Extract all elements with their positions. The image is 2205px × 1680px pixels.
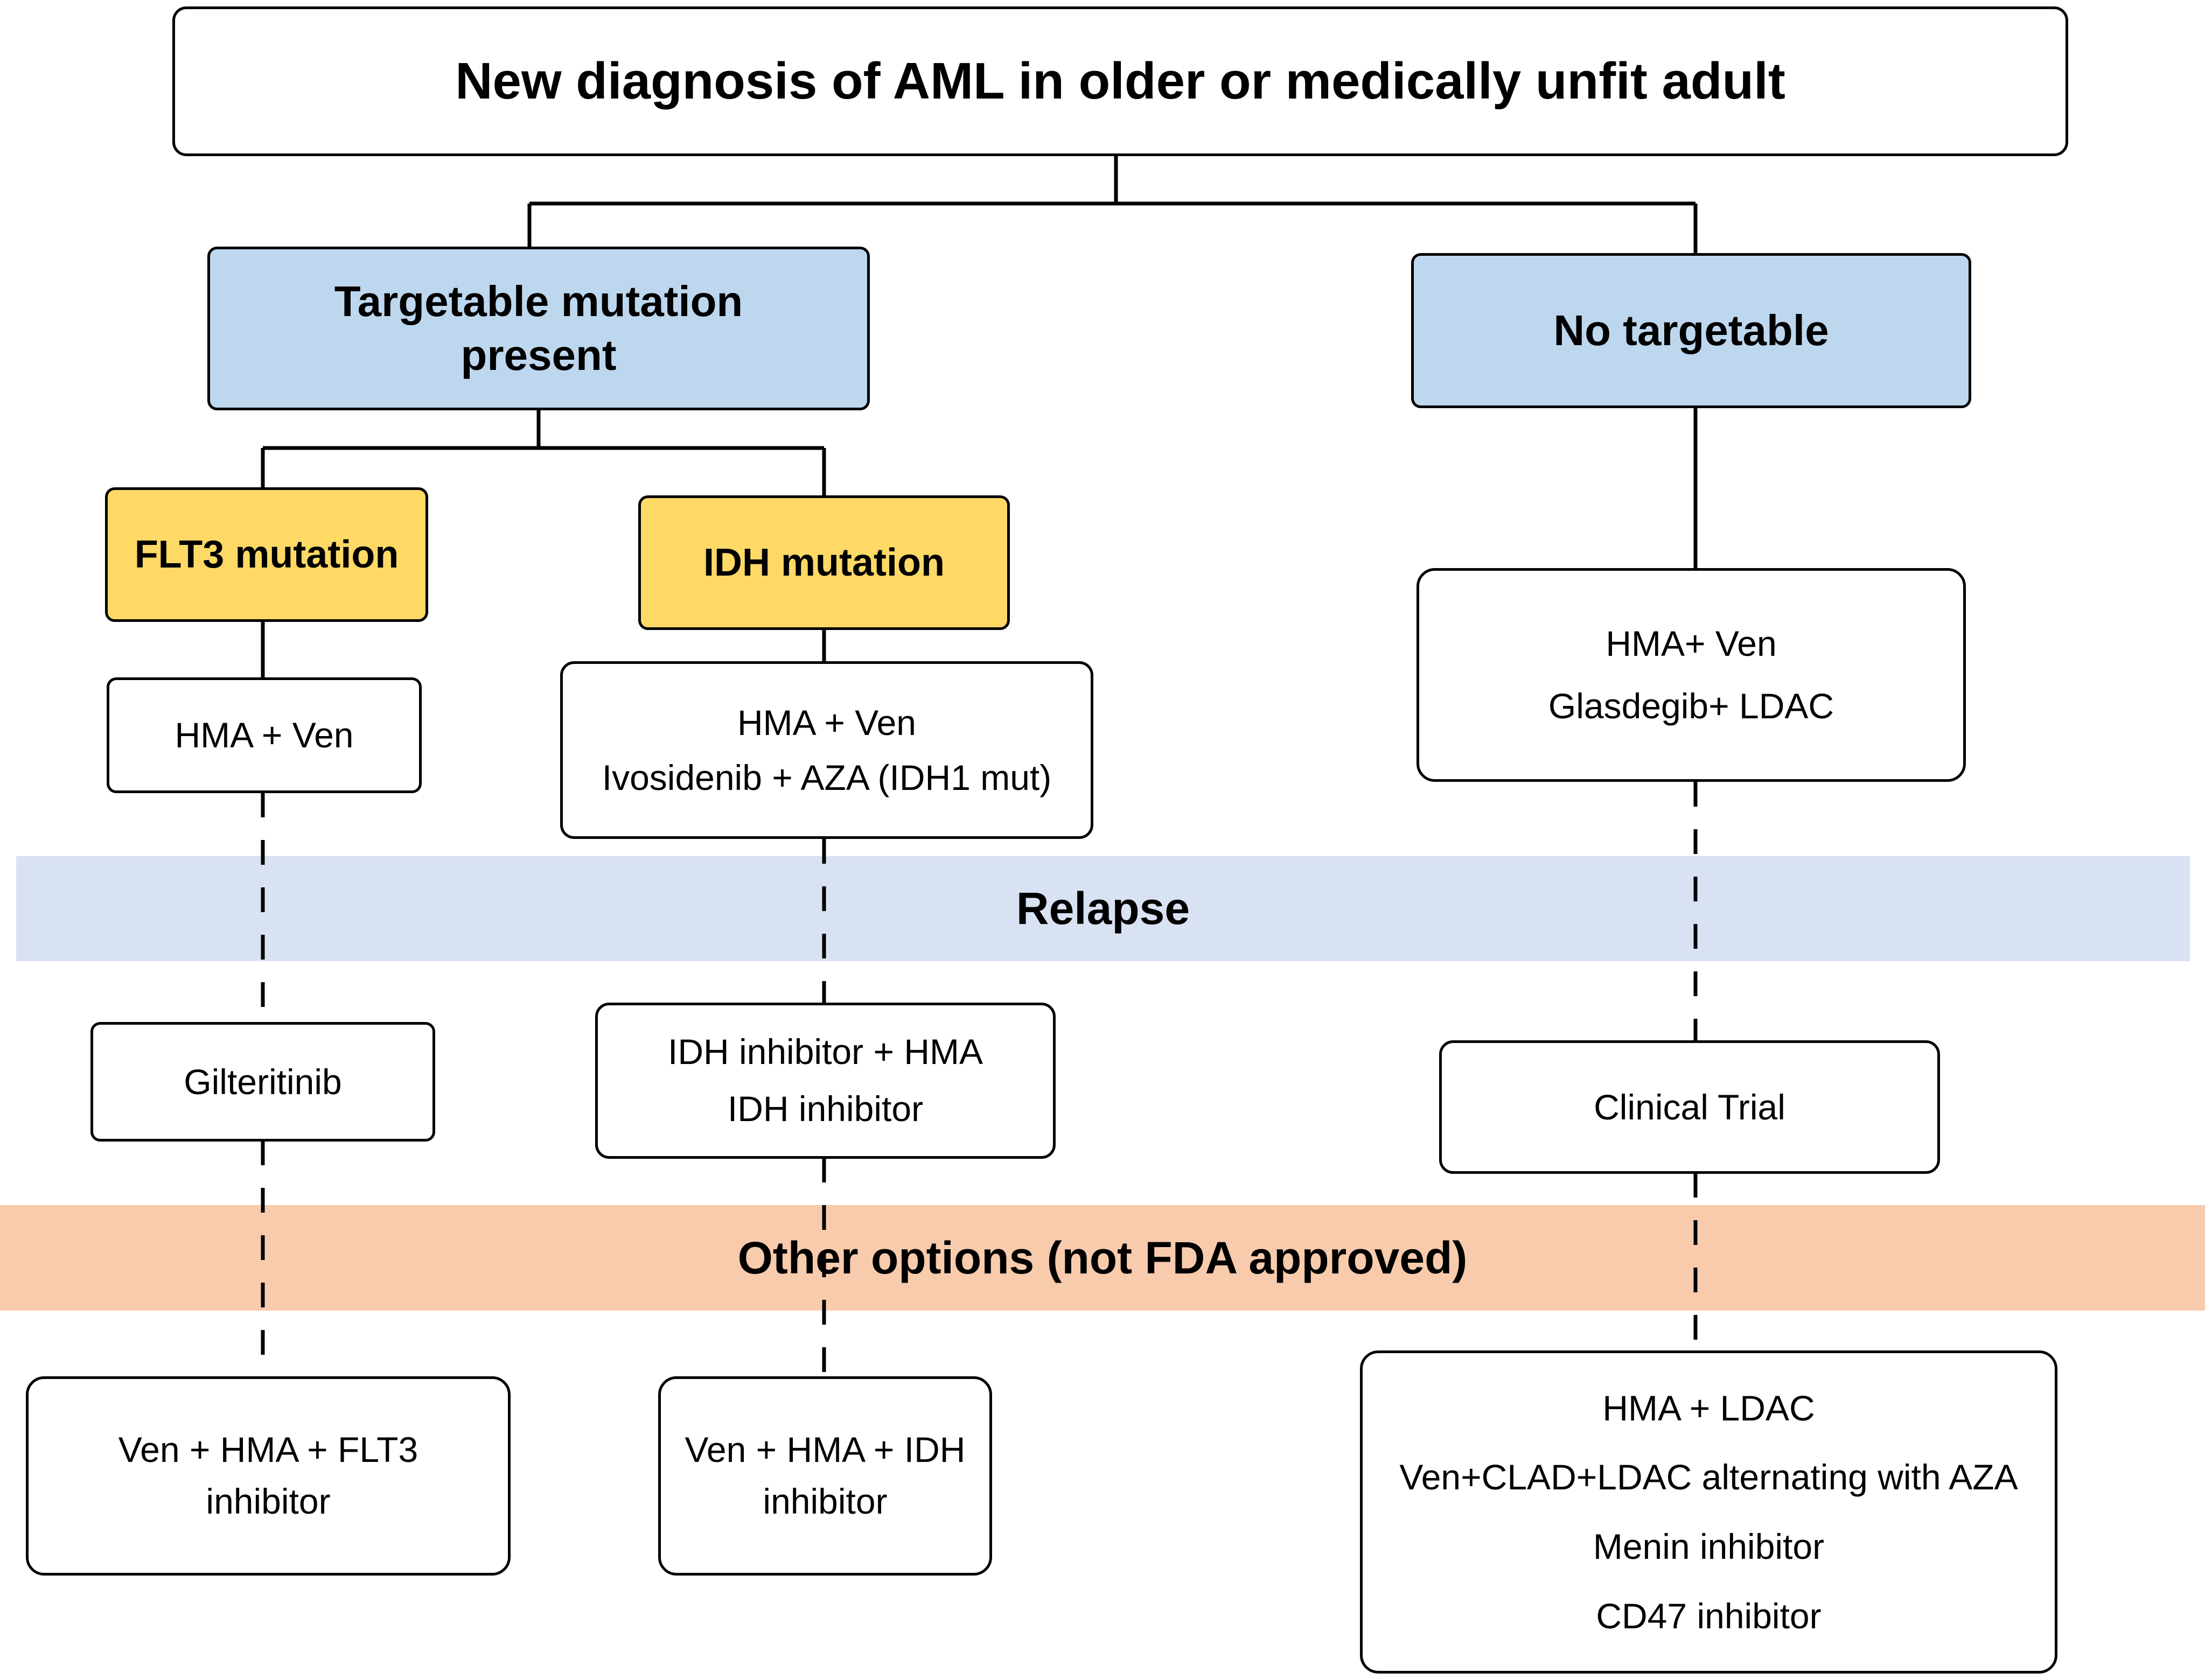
- node-no-targetable-other-options[interactable]: HMA + LDAC Ven+CLAD+LDAC alternating wit…: [1360, 1350, 2057, 1674]
- node-idh-other-options-line1: Ven + HMA + IDH: [685, 1430, 966, 1470]
- node-root-line1: New diagnosis of AML in older or medical…: [455, 52, 1785, 110]
- node-flt3-first-line-line1: HMA + Ven: [175, 715, 354, 755]
- node-no-targetable-other-options-line1: HMA + LDAC: [1602, 1388, 1815, 1428]
- other-options-band: Other options (not FDA approved): [0, 1205, 2205, 1311]
- relapse-band-label: Relapse: [1016, 883, 1190, 934]
- node-idh-other-options-line2: inhibitor: [763, 1481, 888, 1521]
- node-idh-relapse-line2: IDH inhibitor: [727, 1089, 924, 1129]
- node-flt3-first-line[interactable]: HMA + Ven: [107, 677, 422, 793]
- node-targetable-mutation[interactable]: Targetable mutation present: [207, 247, 870, 410]
- node-no-targetable-relapse-line1: Clinical Trial: [1594, 1087, 1785, 1127]
- node-targetable-mutation-line1: Targetable mutation: [334, 277, 743, 325]
- node-idh-first-line[interactable]: HMA + Ven Ivosidenib + AZA (IDH1 mut): [560, 661, 1093, 839]
- node-root[interactable]: New diagnosis of AML in older or medical…: [172, 6, 2068, 156]
- node-flt3-other-options-line2: inhibitor: [206, 1481, 331, 1521]
- node-no-targetable-other-options-line3: Menin inhibitor: [1593, 1527, 1825, 1566]
- node-no-targetable-line1: No targetable: [1553, 306, 1829, 354]
- node-no-targetable-other-options-line4: CD47 inhibitor: [1596, 1595, 1822, 1636]
- node-flt3-other-options-line1: Ven + HMA + FLT3: [118, 1430, 418, 1470]
- node-idh-first-line-line1: HMA + Ven: [737, 702, 917, 743]
- node-no-targetable-first-line-line1: HMA+ Ven: [1606, 624, 1777, 663]
- node-idh-other-options[interactable]: Ven + HMA + IDH inhibitor: [658, 1376, 992, 1576]
- node-idh-mutation[interactable]: IDH mutation: [638, 495, 1010, 630]
- node-targetable-mutation-line2: present: [460, 331, 617, 379]
- node-no-targetable-other-options-line2: Ven+CLAD+LDAC alternating with AZA: [1399, 1457, 2018, 1497]
- node-idh-mutation-line1: IDH mutation: [703, 541, 945, 584]
- node-flt3-relapse[interactable]: Gilteritinib: [90, 1022, 435, 1142]
- relapse-band: Relapse: [16, 856, 2190, 961]
- other-options-band-label: Other options (not FDA approved): [737, 1232, 1468, 1283]
- node-flt3-relapse-line1: Gilteritinib: [184, 1061, 342, 1102]
- node-idh-relapse[interactable]: IDH inhibitor + HMA IDH inhibitor: [595, 1003, 1056, 1159]
- node-no-targetable-relapse[interactable]: Clinical Trial: [1439, 1040, 1940, 1174]
- node-flt3-mutation[interactable]: FLT3 mutation: [105, 487, 428, 622]
- node-no-targetable-first-line-line2: Glasdegib+ LDAC: [1548, 685, 1834, 726]
- node-no-targetable[interactable]: No targetable: [1411, 253, 1971, 408]
- node-flt3-other-options[interactable]: Ven + HMA + FLT3 inhibitor: [26, 1376, 511, 1576]
- node-idh-first-line-line2: Ivosidenib + AZA (IDH1 mut): [602, 758, 1052, 797]
- node-no-targetable-first-line[interactable]: HMA+ Ven Glasdegib+ LDAC: [1416, 568, 1966, 782]
- node-idh-relapse-line1: IDH inhibitor + HMA: [667, 1032, 983, 1072]
- node-flt3-mutation-line1: FLT3 mutation: [134, 533, 399, 576]
